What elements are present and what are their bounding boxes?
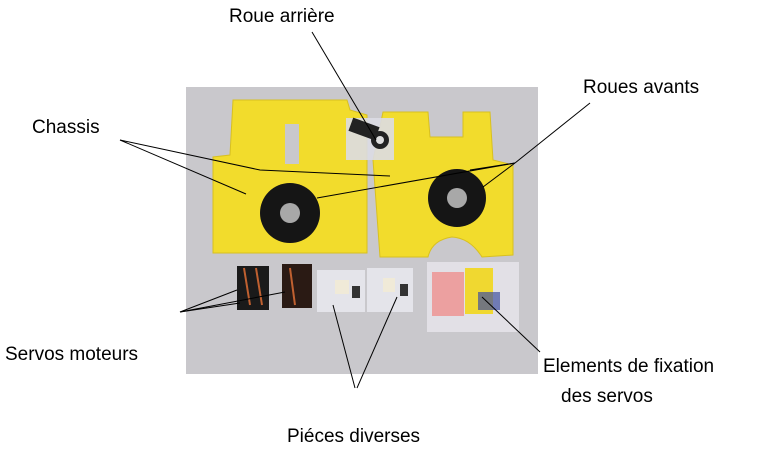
- chassis-slot: [285, 124, 299, 164]
- rear-wheel-bag: [346, 117, 394, 160]
- label-roue-arriere: Roue arrière: [229, 6, 335, 27]
- leader-lines: [119, 31, 591, 389]
- label-roues-avants: Roues avants: [583, 77, 700, 98]
- label-servos-moteurs: Servos moteurs: [5, 344, 139, 365]
- label-chassis: Chassis: [32, 117, 100, 138]
- misc-parts-bags: [317, 268, 413, 312]
- right-front-wheel: [428, 169, 486, 227]
- left-front-wheel: [260, 183, 320, 243]
- left-chassis-plate: [212, 99, 368, 254]
- label-pieces-diverses: Piéces diverses: [287, 426, 421, 447]
- label-elements-line2: des servos: [561, 386, 653, 407]
- label-elements-line1: Elements de fixation: [543, 356, 715, 377]
- servo-mount-bag: [427, 262, 519, 332]
- servo-motors: [237, 264, 312, 310]
